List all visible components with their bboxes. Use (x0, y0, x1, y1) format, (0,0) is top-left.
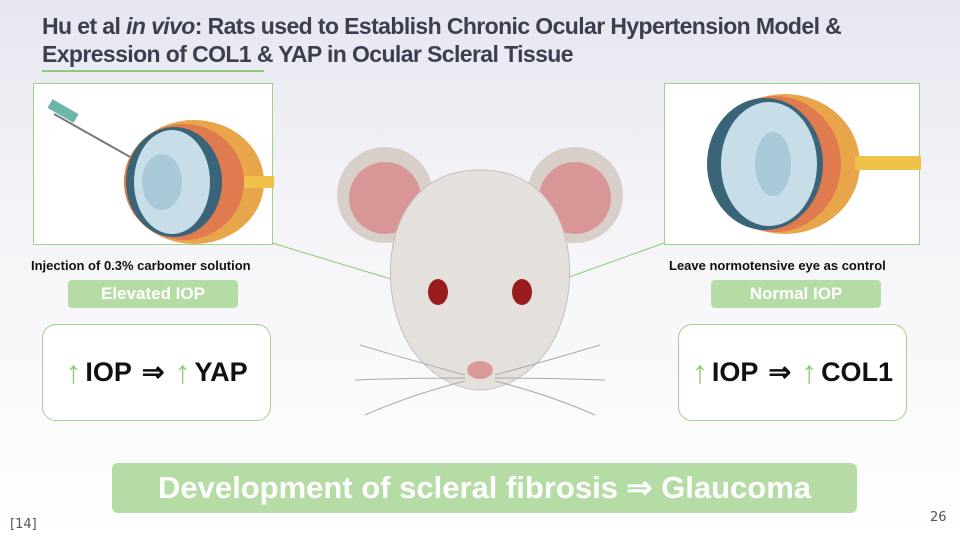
title-underline (42, 70, 264, 72)
left-caption: Injection of 0.3% carbomer solution (31, 258, 251, 273)
implies-icon: ⇒ (141, 357, 165, 387)
normal-iop-label: Normal IOP (711, 280, 881, 308)
elevated-iop-label: Elevated IOP (68, 280, 238, 308)
arrow-up-icon: ↑ (691, 354, 708, 390)
title-text: : Rats used to Establish Chronic Ocular … (42, 13, 842, 67)
right-caption: Leave normotensive eye as control (669, 258, 886, 273)
title-text: Hu et al (42, 13, 127, 39)
implies-icon: ⇒ (768, 357, 792, 387)
eq-term: IOP (711, 357, 759, 387)
conclusion-banner: Development of scleral fibrosis ⇒ Glauco… (112, 463, 857, 513)
arrow-up-icon: ↑ (801, 354, 818, 390)
reference: [14] (10, 517, 37, 532)
right-equation-box: ↑IOP⇒↑COL1 (678, 324, 907, 421)
left-equation-box: ↑IOP⇒↑YAP (42, 324, 271, 421)
slide-title: Hu et al in vivo: Rats used to Establish… (42, 12, 960, 68)
injected-eye-image (33, 83, 274, 245)
arrow-up-icon: ↑ (174, 354, 191, 390)
rat-illustration (337, 147, 623, 416)
arrow-up-icon: ↑ (65, 354, 82, 390)
control-eye-image (664, 83, 921, 245)
title-italic: in vivo (126, 13, 195, 39)
eye-injection-illustration (47, 99, 274, 244)
eq-term: YAP (194, 357, 248, 387)
page-number: 26 (930, 510, 947, 525)
eq-term: COL1 (821, 357, 894, 387)
eye-control-illustration (707, 94, 921, 234)
eq-term: IOP (85, 357, 132, 387)
